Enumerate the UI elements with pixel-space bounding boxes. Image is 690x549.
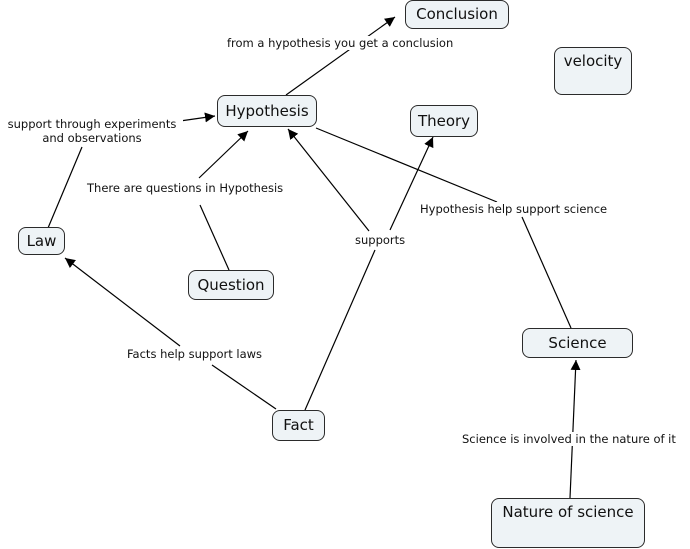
edge-science-label bbox=[521, 216, 572, 329]
edge-label-conclusion: from a hypothesis you get a conclusion bbox=[226, 36, 455, 50]
edge-label-experiments: support through experiments and observat… bbox=[1, 117, 183, 145]
node-velocity[interactable]: velocity bbox=[554, 47, 632, 95]
edge-nature-science bbox=[569, 359, 581, 499]
node-theory[interactable]: Theory bbox=[410, 105, 478, 137]
edge-fact-law-upper bbox=[64, 257, 181, 347]
edge-label-questions: There are questions in Hypothesis bbox=[86, 181, 285, 195]
edge-fact-law-lower bbox=[211, 364, 277, 410]
edge-fact-hypothesis bbox=[287, 128, 370, 232]
edge-question-hypothesis-arrow bbox=[198, 130, 249, 179]
node-nature-of-science[interactable]: Nature of science bbox=[491, 498, 645, 548]
node-law[interactable]: Law bbox=[18, 227, 65, 255]
edge-question-hypothesis bbox=[199, 204, 230, 271]
node-hypothesis[interactable]: Hypothesis bbox=[217, 95, 317, 127]
edge-supports-theory bbox=[389, 136, 434, 231]
edge-law-label bbox=[47, 146, 83, 229]
edge-label-nature: Science is involved in the nature of it bbox=[461, 432, 677, 446]
edge-label-science: Hypothesis help support science bbox=[419, 202, 609, 216]
edge-label-hypothesis bbox=[179, 112, 216, 123]
node-fact[interactable]: Fact bbox=[272, 410, 325, 441]
edge-label-laws: Facts help support laws bbox=[126, 347, 264, 361]
node-science[interactable]: Science bbox=[522, 328, 633, 358]
node-question[interactable]: Question bbox=[188, 270, 274, 300]
edge-label-supports: supports bbox=[354, 233, 407, 247]
edge-fact-supports bbox=[304, 249, 376, 411]
node-conclusion[interactable]: Conclusion bbox=[405, 0, 509, 29]
edge-hypothesis-conclusion bbox=[285, 16, 396, 96]
edge-label-hypothesis-2 bbox=[315, 127, 498, 203]
